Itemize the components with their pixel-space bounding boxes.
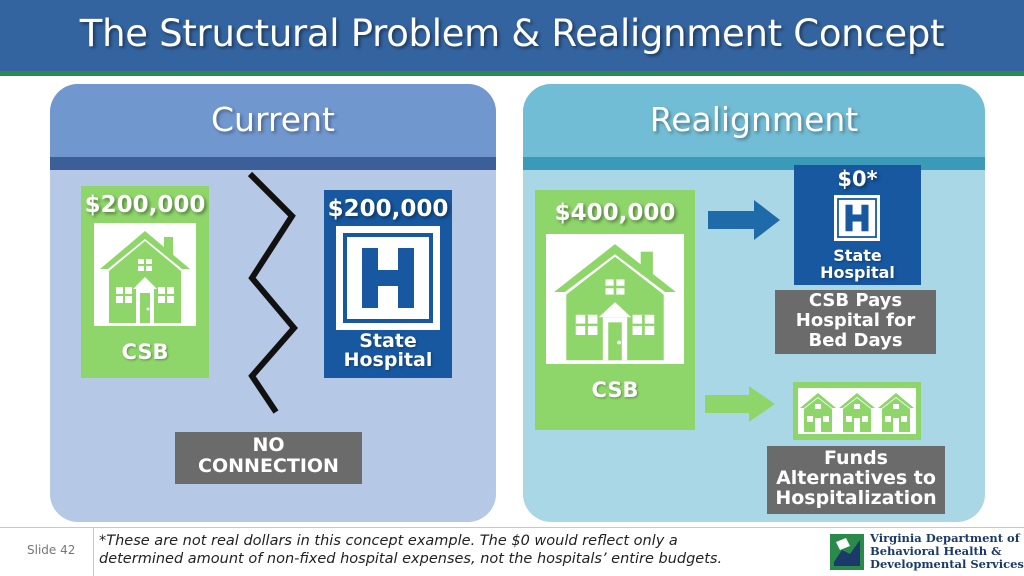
funds-alternatives-label: Funds Alternatives to Hospitalization: [767, 446, 945, 514]
current-hospital-label: State Hospital: [324, 332, 452, 370]
no-connection-line2: CONNECTION: [198, 455, 339, 477]
hospital-icon: [834, 195, 880, 241]
hospital-icon: [336, 226, 440, 330]
current-csb-box: $200,000 CSB: [81, 186, 209, 378]
realignment-heading: Realignment: [649, 100, 859, 139]
csb-pays-line1: CSB Pays: [808, 290, 903, 311]
logo-text: Virginia Department of Behavioral Health…: [870, 532, 1024, 571]
realignment-hospital-label-line2: Hospital: [820, 263, 895, 282]
logo-line1: Virginia Department of: [870, 531, 1020, 545]
realignment-csb-label: CSB: [591, 378, 639, 402]
alternatives-houses-box: [793, 382, 921, 440]
realignment-hospital-amount: $0*: [837, 167, 878, 191]
funds-line3: Hospitalization: [775, 487, 937, 509]
realignment-hospital-label-line1: State: [833, 246, 882, 265]
current-hospital-amount: $200,000: [327, 196, 449, 222]
logo-line2: Behavioral Health &: [870, 544, 1002, 558]
slide-number: Slide 42: [27, 543, 76, 557]
realignment-csb-amount: $400,000: [554, 200, 676, 226]
current-csb-label: CSB: [121, 340, 169, 364]
no-connection-line1: NO: [252, 434, 285, 456]
csb-pays-label: CSB Pays Hospital for Bed Days: [775, 290, 936, 354]
current-heading: Current: [211, 100, 335, 139]
houses-icon: [798, 388, 916, 434]
realignment-panel-header: Realignment: [523, 84, 985, 157]
funds-line1: Funds: [824, 447, 888, 469]
funds-line2: Alternatives to: [776, 467, 936, 489]
footer-divider: [0, 527, 1024, 528]
realignment-csb-box: $400,000 CSB: [535, 190, 695, 430]
arrow-right-icon: [708, 200, 780, 240]
footnote-line2: determined amount of non-fixed hospital …: [99, 551, 723, 567]
footer-vertical-divider: [93, 528, 94, 576]
title-bar: The Structural Problem & Realignment Con…: [0, 0, 1024, 76]
realignment-hospital-label: State Hospital: [794, 247, 921, 281]
csb-pays-line3: Bed Days: [808, 330, 903, 351]
footnote: *These are not real dollars in this conc…: [99, 532, 799, 568]
current-hospital-label-line2: Hospital: [343, 349, 433, 371]
current-csb-amount: $200,000: [84, 192, 206, 218]
slide-title: The Structural Problem & Realignment Con…: [79, 12, 945, 55]
csb-pays-line2: Hospital for: [795, 310, 916, 331]
dbhds-logo: Virginia Department of Behavioral Health…: [828, 530, 1024, 574]
virginia-logo-icon: [830, 534, 864, 570]
current-hospital-label-line1: State: [359, 330, 417, 352]
footnote-line1: *These are not real dollars in this conc…: [99, 533, 678, 549]
no-connection-zigzag: [247, 171, 298, 414]
current-panel-stripe: [50, 157, 496, 170]
current-csb-image: [94, 223, 196, 326]
realignment-hospital-box: $0* State Hospital: [794, 165, 921, 285]
current-panel-header: Current: [50, 84, 496, 157]
logo-line3: Developmental Services: [870, 557, 1024, 571]
no-connection-label: NO CONNECTION: [175, 432, 362, 484]
house-icon: [554, 244, 676, 361]
realignment-csb-image: [546, 234, 684, 364]
arrow-right-icon: [705, 386, 775, 422]
current-hospital-box: $200,000 State Hospital: [324, 190, 452, 378]
house-icon: [100, 231, 190, 323]
